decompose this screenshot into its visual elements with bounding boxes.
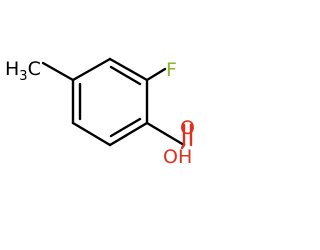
ring-bond-1 [108, 57, 149, 82]
ring-double-bond-inner-1 [109, 65, 142, 86]
methyl-label: H3C [5, 58, 41, 84]
carboxyl-carbon-bond [145, 121, 186, 147]
molecule-structure: H3C F O OH [5, 57, 195, 168]
fluorine-label: F [166, 59, 177, 81]
ring-double-bond-inner-2 [109, 117, 142, 138]
methyl-bond [41, 61, 75, 82]
carbonyl-oxygen-label: O [180, 117, 195, 139]
fluorine-bond [145, 67, 167, 82]
ring-bond-3 [108, 121, 149, 147]
hydroxyl-bond [180, 143, 186, 150]
ring-bond-6 [71, 57, 112, 82]
benzene-ring [71, 57, 149, 147]
hydroxyl-label: OH [163, 146, 192, 168]
ring-bond-4 [71, 121, 112, 147]
